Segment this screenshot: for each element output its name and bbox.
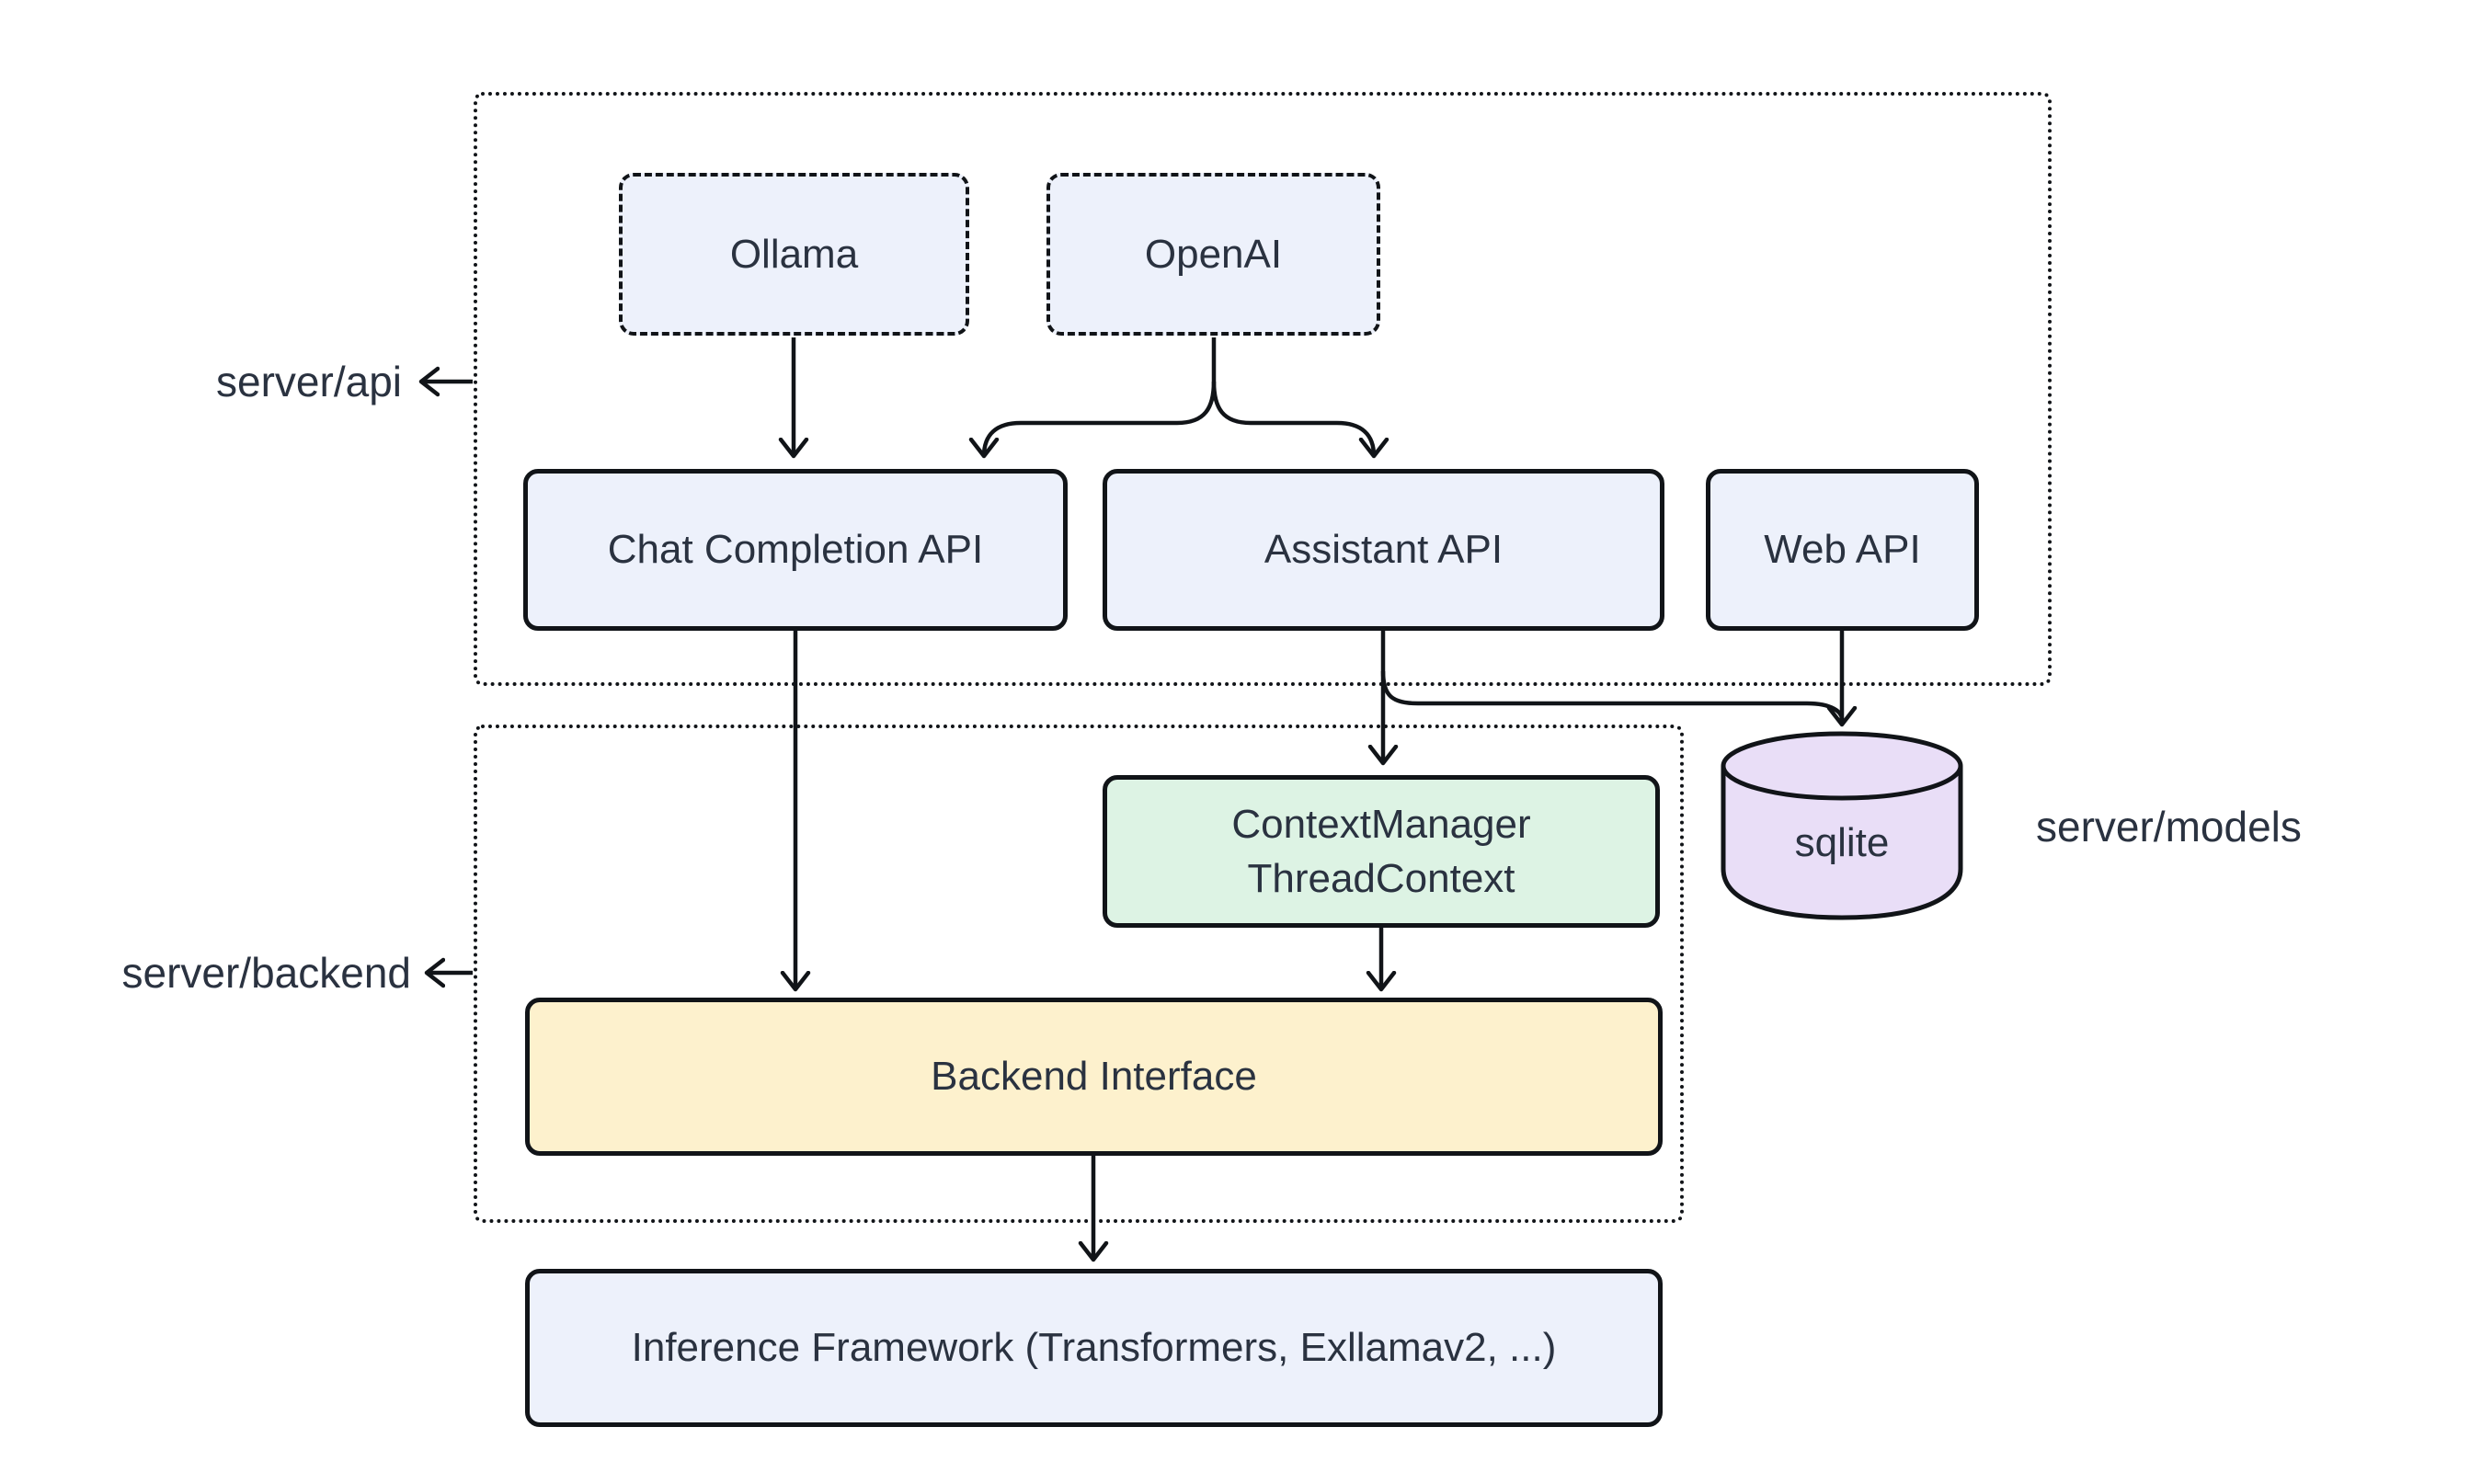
- node-chat-completion-api-label: Chat Completion API: [607, 527, 984, 573]
- node-backend-interface: Backend Interface: [525, 998, 1663, 1156]
- node-openai: OpenAI: [1046, 173, 1380, 336]
- node-ollama: Ollama: [619, 173, 969, 336]
- node-assistant-api: Assistant API: [1103, 469, 1664, 631]
- node-assistant-api-label: Assistant API: [1264, 527, 1504, 573]
- node-ollama-label: Ollama: [729, 231, 859, 277]
- server-api-label: server/api: [216, 358, 402, 405]
- server-api-container: [474, 92, 2052, 686]
- server-backend-label: server/backend: [121, 949, 412, 997]
- node-web-api-label: Web API: [1764, 527, 1921, 573]
- node-web-api: Web API: [1706, 469, 1979, 631]
- node-backend-interface-label: Backend Interface: [931, 1054, 1257, 1100]
- node-context-manager-label-line1: ContextManager: [1231, 801, 1531, 847]
- node-chat-completion-api: Chat Completion API: [523, 469, 1068, 631]
- node-context-manager: ContextManager ThreadContext: [1103, 775, 1660, 928]
- server-backend-container: [474, 725, 1684, 1223]
- node-inference-framework: Inference Framework (Transformers, Exlla…: [525, 1269, 1663, 1427]
- sqlite-cylinder-top: [1721, 731, 1963, 801]
- server-models-label: server/models: [2036, 803, 2302, 850]
- node-context-manager-label-line2: ThreadContext: [1247, 856, 1515, 901]
- node-sqlite-label: sqlite: [1794, 820, 1890, 865]
- node-inference-framework-label: Inference Framework (Transformers, Exlla…: [631, 1325, 1557, 1371]
- node-openai-label: OpenAI: [1144, 231, 1283, 277]
